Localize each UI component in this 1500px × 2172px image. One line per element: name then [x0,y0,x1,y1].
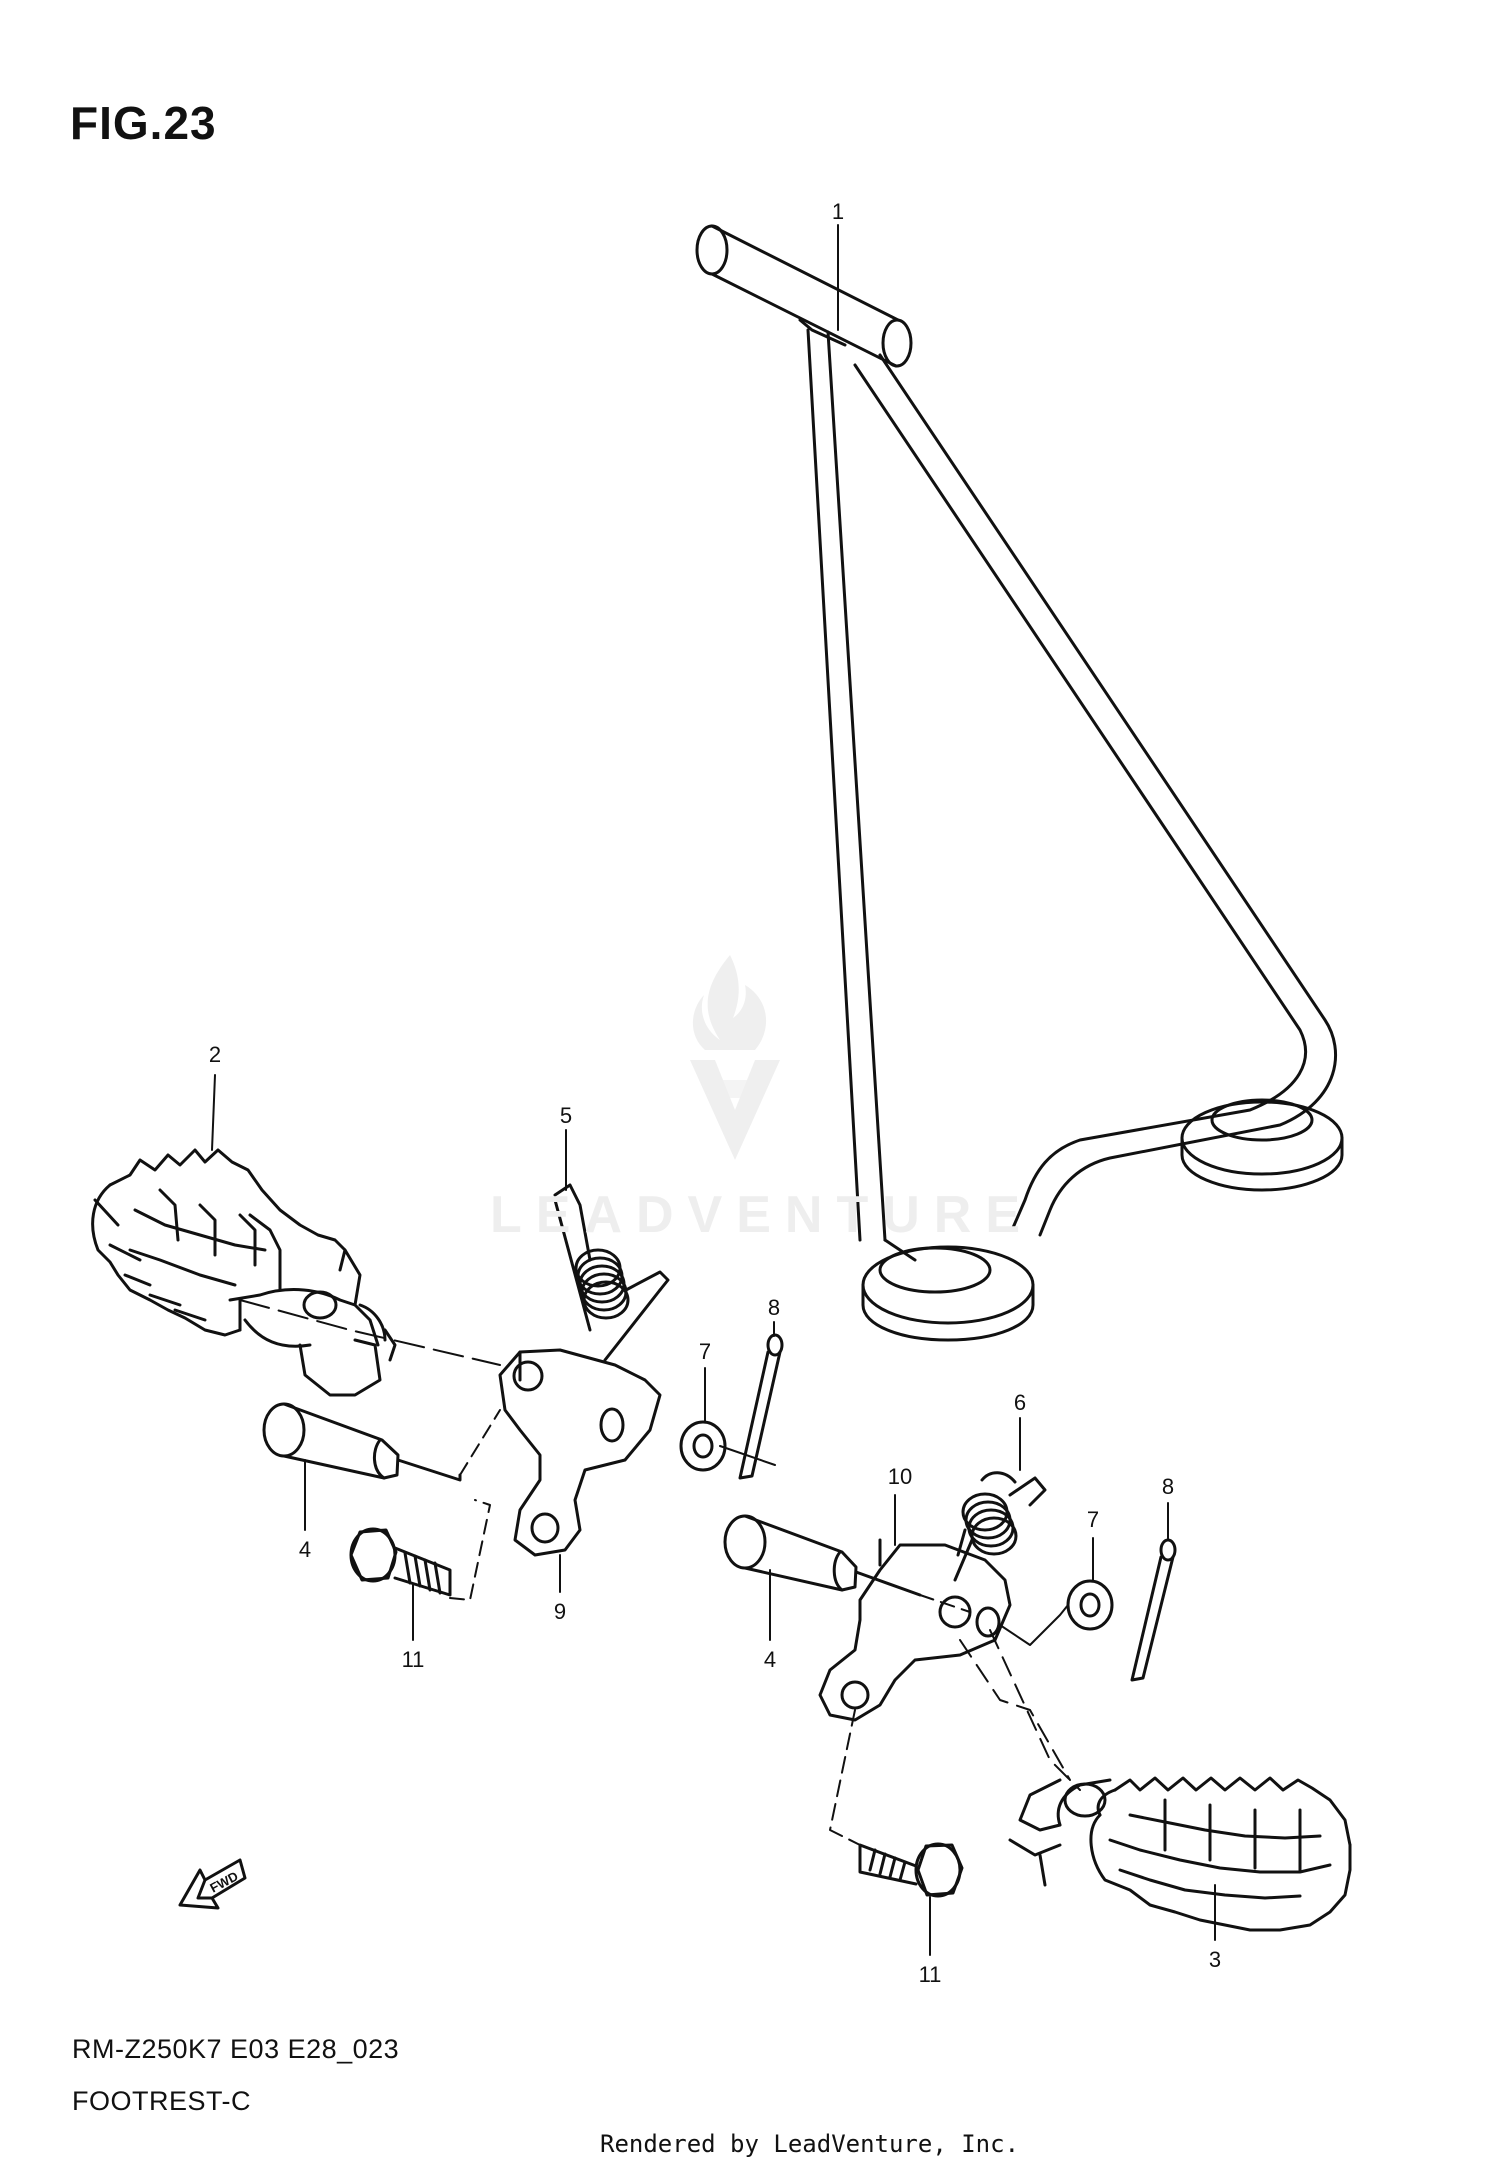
bolt-part-11-right [858,1842,964,1898]
cotter-pin-part-8-right [1130,1538,1177,1682]
figure-title: FIG.23 [70,97,217,149]
footpeg-part-2 [91,1148,397,1397]
washer-part-7-right [1066,1579,1114,1631]
watermark-logo [690,955,780,1160]
bolt-part-11-left [349,1527,452,1597]
callout-11-right[interactable]: 11 [918,1962,942,1987]
footer-credit: Rendered by LeadVenture, Inc. [600,2130,1020,2158]
bracket-part-9 [498,1198,662,1557]
callout-5[interactable]: 5 [559,1103,573,1128]
bracket-part-10 [818,1538,1012,1722]
spring-part-6 [956,1471,1047,1557]
watermark-text: LEADVENTURE [490,1186,1035,1244]
spring-part-5 [553,1183,670,1320]
callout-6[interactable]: 6 [1013,1390,1027,1415]
callout-10[interactable]: 10 [887,1464,913,1489]
model-code: RM-Z250K7 E03 E28_023 [72,2034,400,2064]
callout-9[interactable]: 9 [553,1599,567,1624]
assembly-lines [239,1299,1081,1846]
figure-name: FOOTREST-C [72,2086,251,2116]
callout-8-right[interactable]: 8 [1161,1474,1175,1499]
washer-part-7-left [679,1420,727,1472]
callout-7-left[interactable]: 7 [698,1339,712,1364]
cotter-pin-part-8-left [738,1333,784,1480]
callout-3[interactable]: 3 [1208,1947,1222,1972]
footpeg-part-3 [1008,1776,1352,1932]
callout-11-left[interactable]: 11 [401,1647,425,1672]
kickstand-part-1 [695,224,1344,1342]
fwd-arrow-icon [178,1858,247,1910]
pin-part-4-left [262,1402,462,1482]
callout-4-right[interactable]: 4 [763,1647,777,1672]
callout-8-left[interactable]: 8 [767,1295,781,1320]
callout-7-right[interactable]: 7 [1086,1507,1100,1532]
callout-1[interactable]: 1 [831,199,845,224]
callout-2[interactable]: 2 [208,1042,222,1067]
leader-lines [211,224,1216,1956]
pin-part-4-right [723,1514,922,1597]
callout-4-left[interactable]: 4 [298,1537,312,1562]
